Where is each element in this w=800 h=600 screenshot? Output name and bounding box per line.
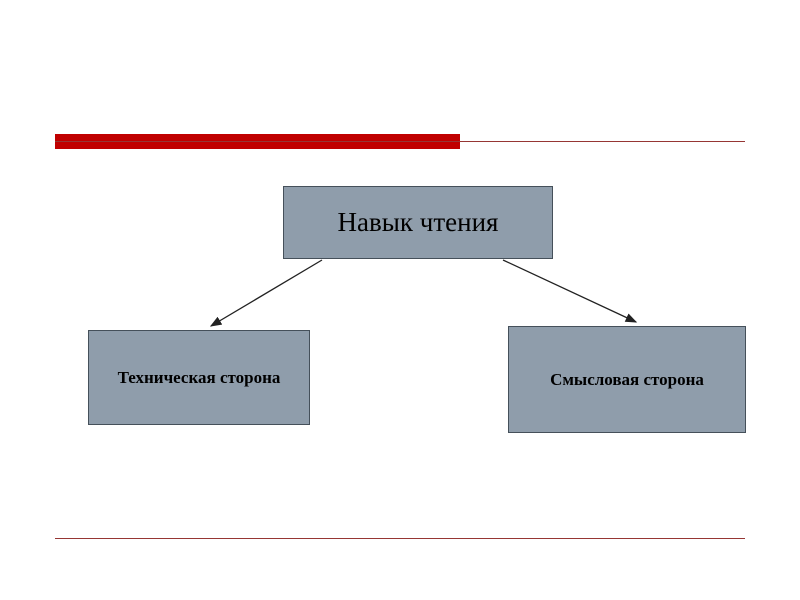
diagram-node-root-label: Навык чтения <box>337 207 499 237</box>
top-rule-line <box>55 141 745 142</box>
diagram-node-root: Навык чтения <box>283 186 553 259</box>
connector-root-to-right-arrow <box>502 259 638 323</box>
diagram-node-technical-side-label: Техническая сторона <box>117 367 281 387</box>
diagram-node-semantic-side: Смысловая сторона <box>508 326 746 433</box>
connector-root-to-left-arrow <box>209 259 323 327</box>
diagram-node-semantic-side-label: Смысловая сторона <box>550 369 704 389</box>
bottom-rule-line <box>55 538 745 539</box>
diagram-node-technical-side: Техническая сторона <box>88 330 310 425</box>
